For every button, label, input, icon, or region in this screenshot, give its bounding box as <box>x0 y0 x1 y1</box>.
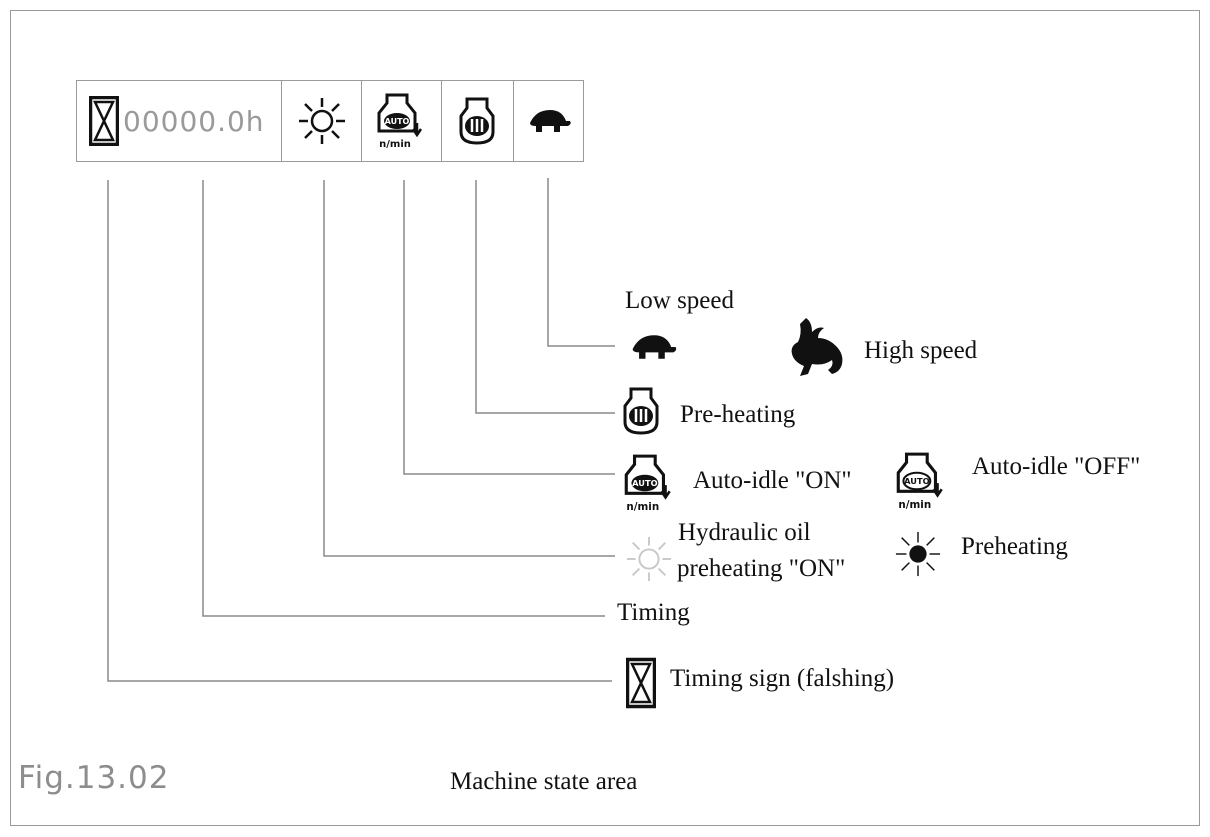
hourglass-icon <box>89 96 119 146</box>
sun-icon <box>298 98 345 144</box>
figure-number: Fig.13.02 <box>18 760 170 796</box>
leader-low-speed <box>547 178 615 347</box>
svg-text:n/min: n/min <box>626 501 659 513</box>
auto-idle-cell: AUTO n/min <box>362 81 442 161</box>
rabbit-icon <box>791 318 843 376</box>
sun-faint-icon <box>626 536 672 582</box>
leader-pre-heating <box>475 180 615 414</box>
auto-idle-on-icon: AUTO n/min <box>624 454 671 513</box>
leader-hydraulic <box>323 180 615 557</box>
turtle-icon <box>632 335 677 359</box>
machine-state-panel: 00000.0h AUTO n/min <box>76 80 584 162</box>
timing-label: Timing <box>617 599 690 626</box>
auto-idle-icon: AUTO n/min <box>377 93 423 150</box>
sun-filled-icon <box>895 531 941 577</box>
hydraulic-label-line1: Hydraulic oil <box>678 519 811 546</box>
timing-cell: 00000.0h <box>77 81 283 161</box>
turtle-icon <box>529 110 571 132</box>
auto-badge: AUTO <box>385 117 410 126</box>
pre-heating-label: Pre-heating <box>680 401 796 428</box>
hydraulic-preheat-cell <box>282 81 362 161</box>
timing-sign-label: Timing sign (falshing) <box>670 665 895 692</box>
svg-text:n/min: n/min <box>898 499 931 511</box>
auto-idle-off-label: Auto-idle "OFF" <box>972 453 1141 480</box>
svg-text:AUTO: AUTO <box>904 476 929 486</box>
auto-idle-off-icon: AUTO n/min <box>896 452 943 511</box>
figure-frame <box>10 10 1200 826</box>
preheat-engine-icon <box>459 97 495 145</box>
auto-idle-on-label: Auto-idle "ON" <box>693 467 852 494</box>
hour-meter: 00000.0h <box>123 104 265 138</box>
high-speed-label: High speed <box>864 337 978 364</box>
preheat-cell <box>442 81 515 161</box>
leader-timing-sign <box>107 180 612 682</box>
figure-caption: Machine state area <box>450 768 638 795</box>
preheat-engine-icon <box>623 387 659 435</box>
preheating-label: Preheating <box>961 533 1068 560</box>
hourglass-icon <box>626 657 656 709</box>
rpm-unit: n/min <box>379 139 411 150</box>
leader-timing <box>202 180 605 617</box>
hydraulic-label-line2: preheating "ON" <box>677 555 846 582</box>
svg-text:AUTO: AUTO <box>632 478 657 488</box>
speed-cell <box>514 81 583 161</box>
low-speed-label: Low speed <box>625 287 734 314</box>
leader-auto-idle <box>403 180 615 475</box>
